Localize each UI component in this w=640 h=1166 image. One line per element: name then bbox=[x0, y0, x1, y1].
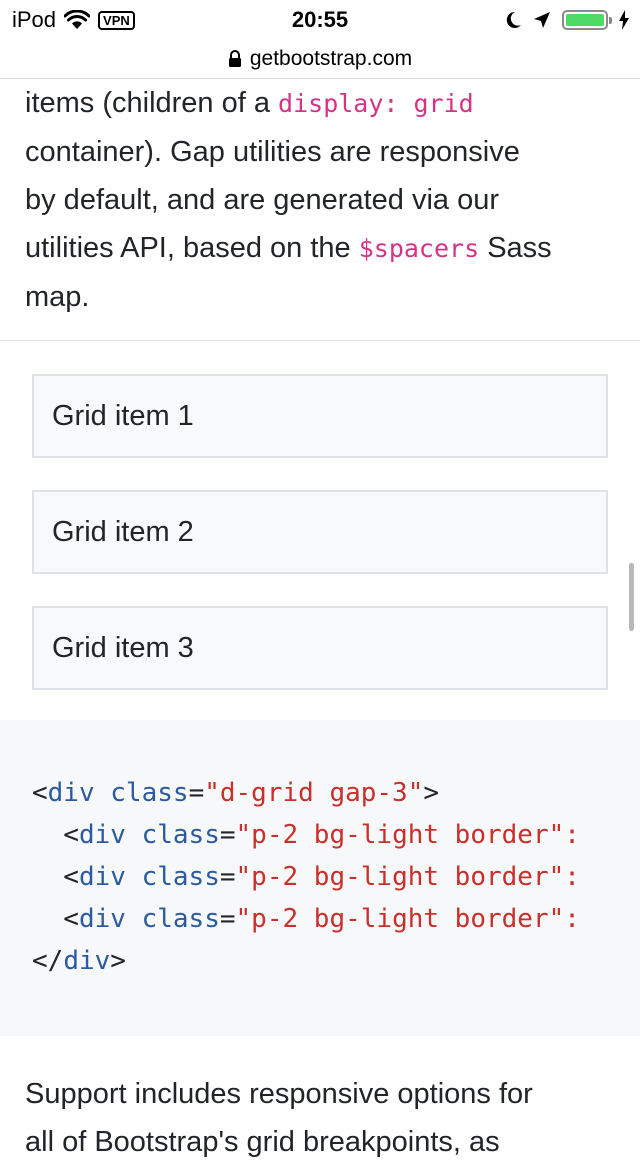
code-attr: class bbox=[141, 820, 220, 850]
code-string: "p-2 bg-light border": bbox=[235, 862, 580, 892]
intro-text: items (children of a bbox=[25, 87, 279, 119]
grid-item: Grid item 2 bbox=[32, 490, 608, 574]
code-punct: < bbox=[32, 862, 79, 892]
code-punct: = bbox=[219, 820, 236, 850]
code-attr: class bbox=[110, 778, 189, 808]
charging-bolt-icon bbox=[619, 10, 629, 30]
code-punct: < bbox=[32, 778, 48, 808]
inline-code-spacers: $spacers bbox=[358, 234, 480, 263]
code-punct: < bbox=[32, 904, 79, 934]
clock: 20:55 bbox=[291, 7, 349, 32]
code-tag: div bbox=[78, 904, 126, 934]
intro-text: Sass bbox=[479, 232, 552, 264]
code-line: <div class="d-grid gap-3"> bbox=[32, 772, 439, 814]
code-tag: div bbox=[63, 946, 111, 976]
support-paragraph: Support includes responsive options for … bbox=[0, 1070, 640, 1166]
status-left: iPod VPN bbox=[12, 6, 135, 34]
intro-line-5: map. bbox=[25, 281, 90, 313]
code-tag: div bbox=[78, 820, 126, 850]
battery-icon bbox=[562, 10, 612, 30]
code-punct: = bbox=[219, 904, 236, 934]
code-attr: class bbox=[141, 904, 220, 934]
example-preview: Grid item 1 Grid item 2 Grid item 3 bbox=[0, 340, 640, 721]
code-tag: div bbox=[47, 778, 95, 808]
code-snippet[interactable]: <div class="d-grid gap-3"> <div class="p… bbox=[0, 720, 640, 1036]
code-string: "p-2 bg-light border": bbox=[235, 904, 580, 934]
battery-level bbox=[566, 14, 604, 26]
code-punct: = bbox=[188, 778, 205, 808]
location-arrow-icon bbox=[534, 12, 550, 28]
intro-line-2: container). Gap utilities are responsive bbox=[25, 136, 520, 168]
inline-code-display-grid: display: grid bbox=[278, 89, 474, 118]
code-line: <div class="p-2 bg-light border": bbox=[32, 814, 580, 856]
code-line: <div class="p-2 bg-light border": bbox=[32, 898, 580, 940]
code-punct: > bbox=[423, 778, 440, 808]
code-tag: div bbox=[78, 862, 126, 892]
grid-item: Grid item 1 bbox=[32, 374, 608, 458]
intro-line-3: by default, and are generated via our bbox=[25, 184, 499, 216]
support-line-2: all of Bootstrap's grid breakpoints, as bbox=[25, 1126, 500, 1158]
intro-line-4: utilities API, based on the $spacers Sas… bbox=[0, 224, 640, 273]
url-domain[interactable]: getbootstrap.com bbox=[249, 47, 413, 70]
intro-paragraph: items (children of a display: grid conta… bbox=[0, 79, 640, 321]
intro-text: utilities API, based on the bbox=[25, 232, 359, 264]
code-line: </div> bbox=[32, 940, 126, 982]
status-bar: iPod VPN 20:55 bbox=[0, 0, 640, 40]
code-punct: > bbox=[110, 946, 126, 976]
moon-icon bbox=[506, 11, 521, 28]
code-punct: < bbox=[32, 820, 79, 850]
code-attr: class bbox=[141, 862, 220, 892]
code-line: <div class="p-2 bg-light border": bbox=[32, 856, 580, 898]
wifi-icon bbox=[64, 10, 91, 29]
status-right bbox=[504, 6, 630, 34]
grid-item: Grid item 3 bbox=[32, 606, 608, 690]
intro-line-1: items (children of a display: grid bbox=[0, 79, 640, 128]
code-punct: </ bbox=[32, 946, 64, 976]
carrier-label: iPod bbox=[12, 7, 57, 32]
scrollbar-thumb[interactable] bbox=[629, 563, 634, 631]
address-bar[interactable]: getbootstrap.com bbox=[0, 40, 640, 79]
vpn-badge: VPN bbox=[98, 10, 135, 30]
support-line-1: Support includes responsive options for bbox=[25, 1078, 533, 1110]
code-string: "d-grid gap-3" bbox=[204, 778, 424, 808]
code-string: "p-2 bg-light border": bbox=[235, 820, 580, 850]
code-punct: = bbox=[219, 862, 236, 892]
lock-icon bbox=[228, 50, 241, 67]
